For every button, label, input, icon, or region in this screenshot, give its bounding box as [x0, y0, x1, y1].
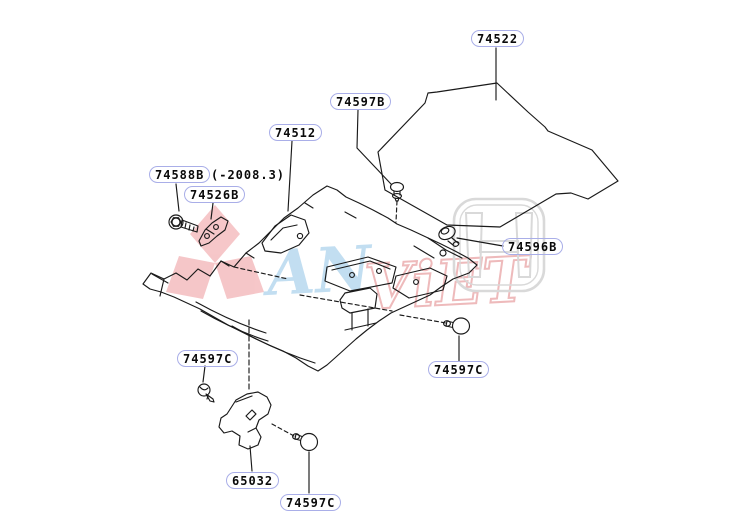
part-label-74597c-left[interactable]: 74597C — [177, 350, 239, 367]
trunk-mat-drawing[interactable] — [377, 82, 619, 228]
clip-74596b-icon — [438, 225, 460, 247]
part-label-74588b[interactable]: 74588B — [149, 166, 211, 183]
part-label-74597c-bottom[interactable]: 74597C — [280, 494, 342, 511]
part-label-74522[interactable]: 74522 — [471, 30, 525, 47]
part-label-74588b-range: (-2008.3) — [211, 168, 286, 182]
part-label-74512[interactable]: 74512 — [269, 124, 323, 141]
anviet-watermark-text: AN ViET — [260, 231, 535, 325]
bracket-65032-drawing[interactable] — [218, 391, 272, 450]
screw-74597c-left-icon — [197, 383, 215, 403]
part-label-74596b[interactable]: 74596B — [502, 238, 564, 255]
part-label-74597b[interactable]: 74597B — [330, 93, 392, 110]
clip-74597b-icon — [389, 181, 405, 202]
leader-lines — [175, 47, 504, 494]
bracket-74526b-icon — [198, 216, 229, 247]
mitsubishi-logo-watermark — [166, 205, 264, 299]
part-label-65032[interactable]: 65032 — [226, 472, 280, 489]
floor-carpet-drawing[interactable] — [142, 185, 478, 372]
part-label-74526b[interactable]: 74526B — [184, 186, 246, 203]
clip-74597c-right-icon — [443, 317, 471, 335]
part-label-74597c-right[interactable]: 74597C — [428, 361, 490, 378]
watermark-text-an: AN — [260, 231, 376, 310]
bolt-icon — [168, 214, 199, 233]
clip-74597c-bottom-icon — [292, 432, 319, 452]
